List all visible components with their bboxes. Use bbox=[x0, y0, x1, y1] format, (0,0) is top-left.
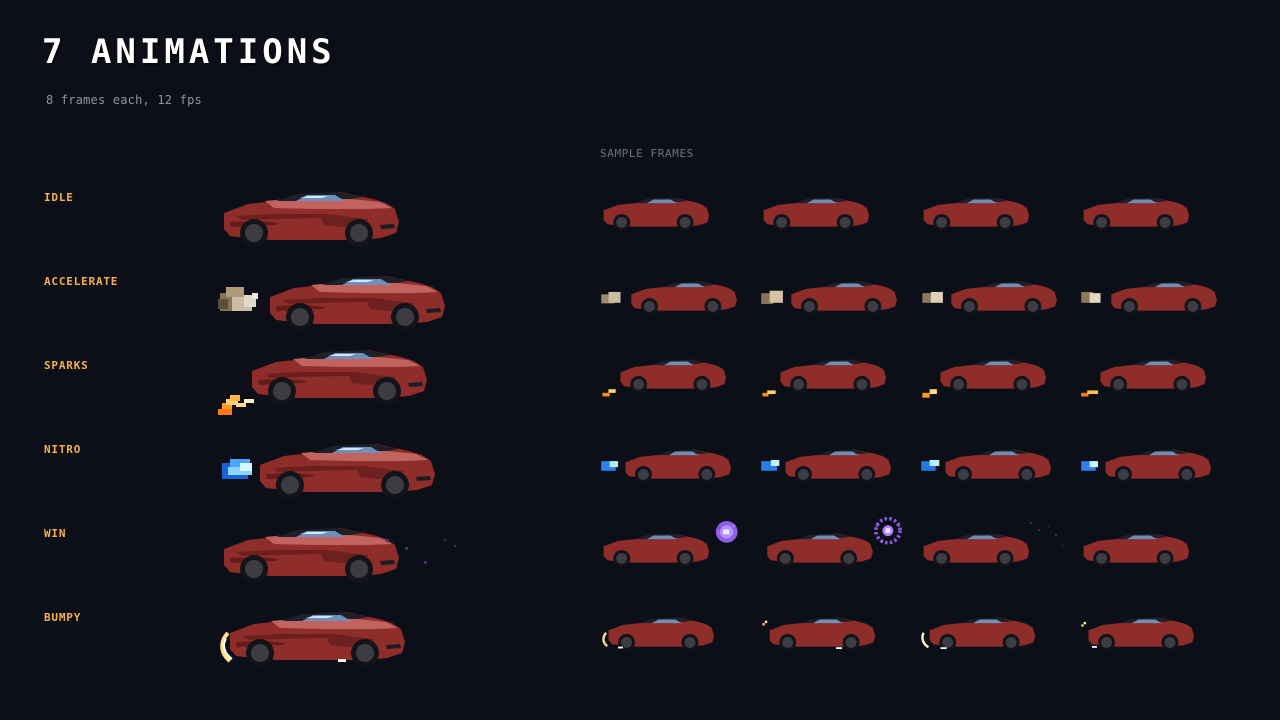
preview-sprite-idle bbox=[224, 192, 399, 247]
sample-frame-sparks-1 bbox=[602, 359, 727, 397]
animation-row-accelerate: ACCELERATE bbox=[0, 275, 1280, 359]
preview-sprite-win bbox=[224, 528, 456, 583]
sample-frame-win-4 bbox=[1083, 533, 1190, 567]
sample-frame-idle-3 bbox=[923, 197, 1030, 231]
sample-frame-accelerate-2 bbox=[761, 281, 897, 315]
sample-frame-accelerate-3 bbox=[922, 281, 1057, 315]
animation-label-win: WIN bbox=[44, 527, 67, 540]
sample-frame-accelerate-1 bbox=[601, 281, 737, 315]
sample-frames-label: SAMPLE FRAMES bbox=[600, 147, 694, 160]
sample-frame-idle-2 bbox=[763, 197, 870, 231]
sample-frame-nitro-1 bbox=[601, 449, 731, 483]
animation-label-sparks: SPARKS bbox=[44, 359, 89, 372]
animation-row-bumpy: BUMPY bbox=[0, 611, 1280, 695]
sample-frame-nitro-3 bbox=[921, 449, 1051, 483]
sample-frame-bumpy-1 bbox=[602, 617, 715, 651]
animation-label-bumpy: BUMPY bbox=[44, 611, 82, 624]
page-subtitle: 8 frames each, 12 fps bbox=[46, 93, 202, 107]
page-title: 7 ANIMATIONS bbox=[42, 32, 336, 72]
sample-frame-win-1 bbox=[603, 521, 738, 567]
animation-label-accelerate: ACCELERATE bbox=[44, 275, 119, 288]
animation-row-win: WIN bbox=[0, 516, 1280, 611]
sample-frame-bumpy-3 bbox=[921, 617, 1036, 651]
sample-frame-win-3 bbox=[923, 522, 1064, 567]
animation-label-idle: IDLE bbox=[44, 191, 74, 204]
sample-frame-sparks-3 bbox=[922, 359, 1047, 398]
sample-frame-nitro-4 bbox=[1081, 449, 1211, 483]
animation-label-nitro: NITRO bbox=[44, 443, 82, 456]
animation-row-nitro: NITRO bbox=[0, 443, 1280, 527]
sample-frame-sparks-2 bbox=[762, 359, 887, 397]
preview-sprite-accelerate bbox=[218, 276, 445, 331]
sample-frame-accelerate-4 bbox=[1081, 281, 1217, 315]
sample-frame-idle-4 bbox=[1083, 197, 1190, 231]
sample-frame-win-2 bbox=[767, 516, 902, 567]
preview-sprite-nitro bbox=[222, 444, 435, 499]
animation-row-sparks: SPARKS bbox=[0, 350, 1280, 443]
sample-frame-idle-1 bbox=[603, 197, 710, 231]
sample-frame-sparks-4 bbox=[1081, 359, 1207, 397]
sample-frame-bumpy-2 bbox=[762, 617, 876, 651]
animation-row-idle: IDLE bbox=[0, 191, 1280, 275]
sample-frame-nitro-2 bbox=[761, 449, 891, 483]
preview-sprite-sparks bbox=[218, 350, 427, 415]
preview-sprite-bumpy bbox=[220, 612, 405, 667]
sample-frame-bumpy-4 bbox=[1081, 617, 1195, 651]
